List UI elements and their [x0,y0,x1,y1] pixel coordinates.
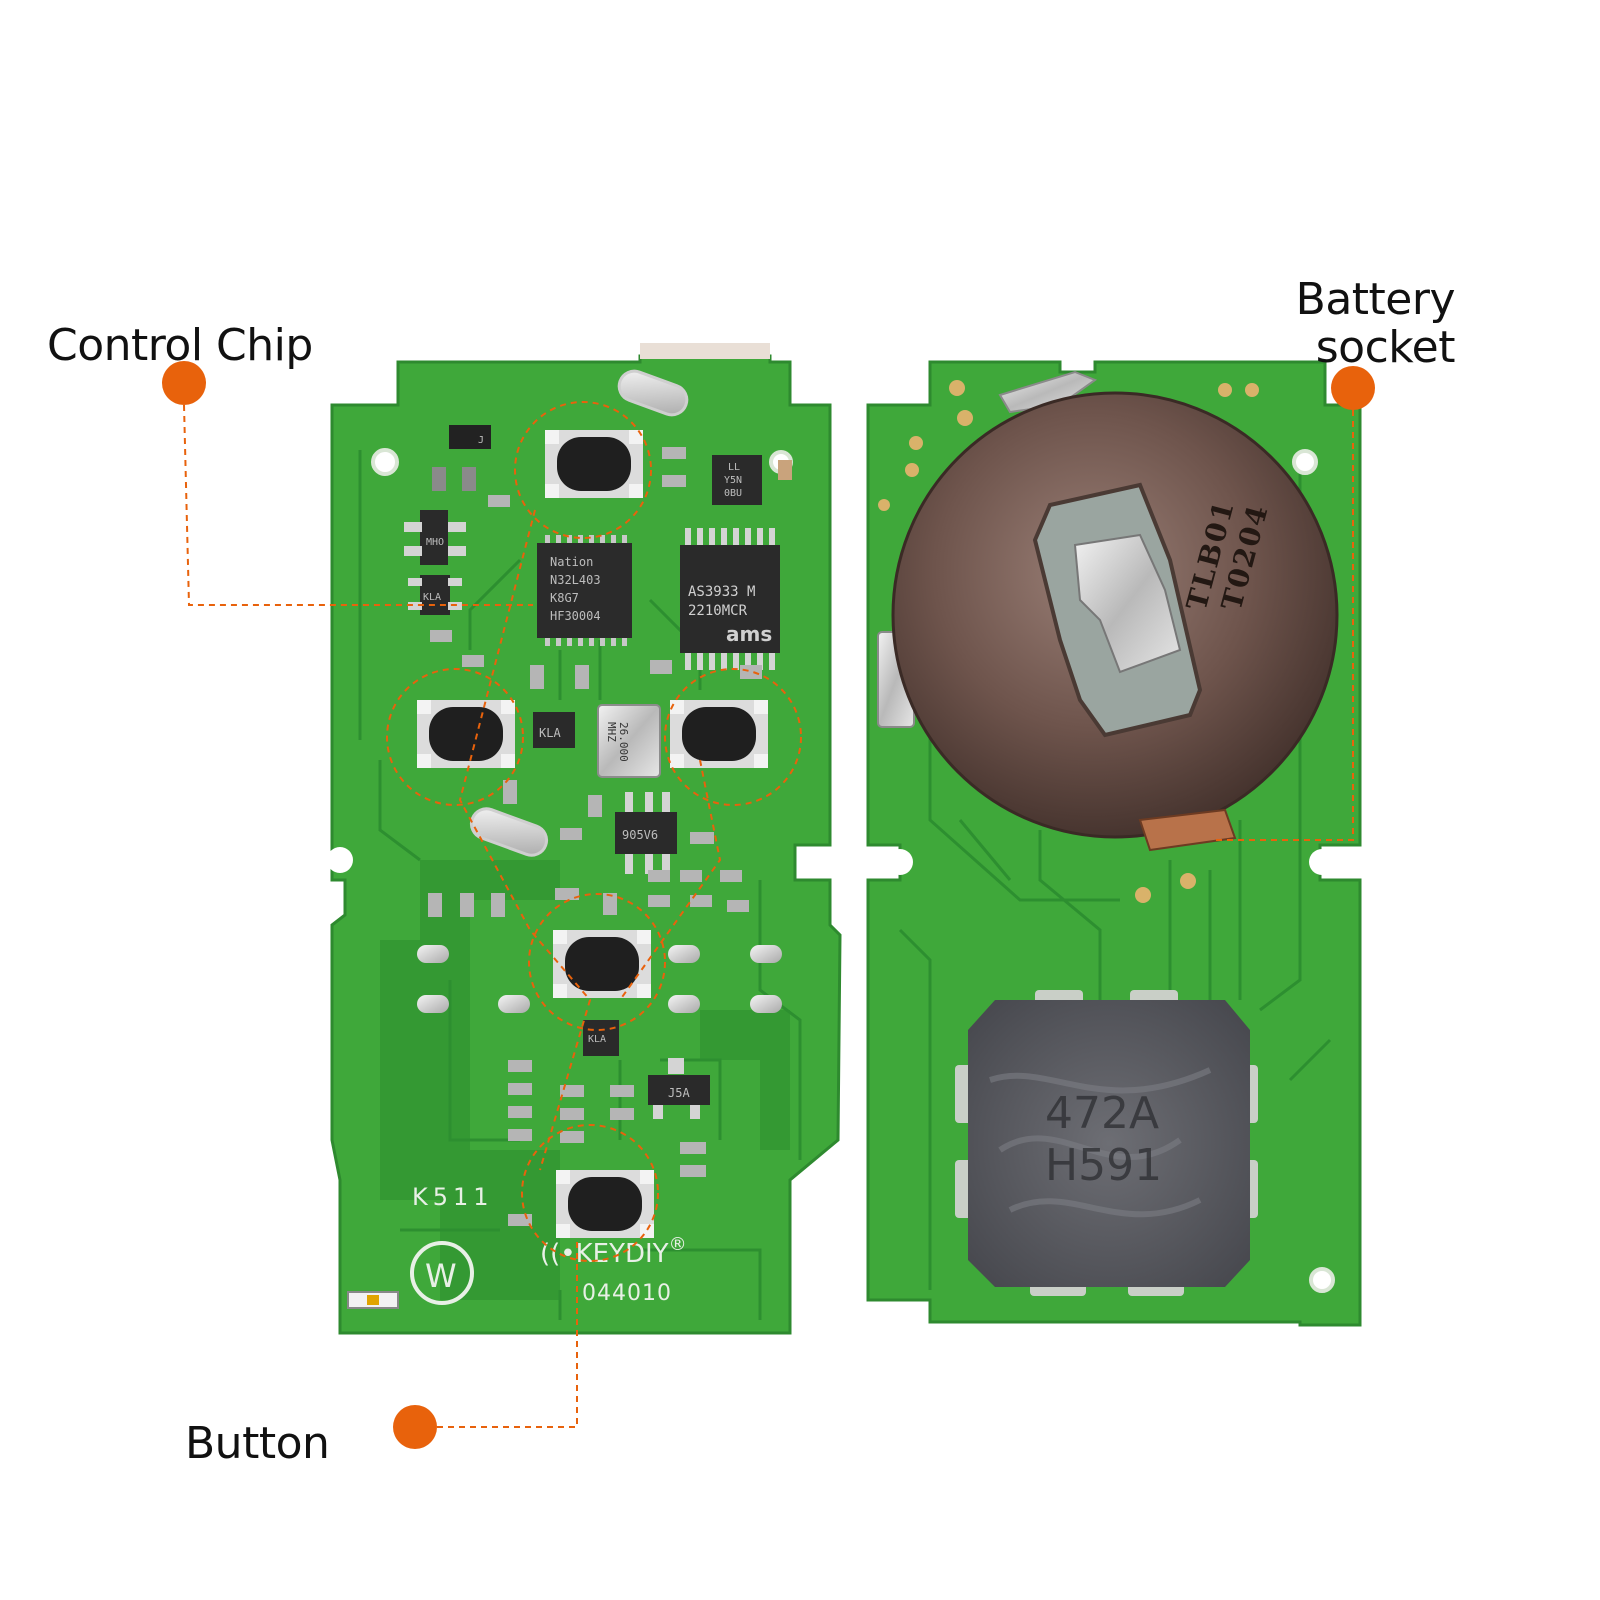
kla-chip-bottom: KLA [583,1020,619,1056]
small-chip-line-3: 0BU [724,488,742,499]
control-chip-callout-line [183,404,533,606]
passive-components [428,447,792,1226]
tactile-button-left [417,700,515,768]
battery-clip-top [998,370,1098,414]
back-mount-hole-right [1292,449,1318,475]
front-trace-region [380,860,560,1300]
brand-label: ((•KEYDIY® [540,1234,687,1269]
driver-chip-line-2: 2210MCR [688,603,748,619]
control-chip-line-4: HF30004 [550,609,601,623]
control-chip-line-2: N32L403 [550,573,601,587]
control-chip-line-1: Nation [550,555,593,569]
part-chip-label: 905V6 [622,828,658,842]
control-chip-callout-dot [162,361,206,405]
button-ring-middle [528,893,666,1031]
sot-chip-bottom-label: J5A [668,1086,690,1100]
small-chip-line-1: LL [728,462,740,473]
crystal-oscillator: 26.000 MHZ [597,704,661,778]
control-chip-line-3: K8G7 [550,591,579,605]
back-board: TLB01 T0204 472A H591 [866,360,1362,1327]
tactile-button-top [545,430,643,498]
tactile-button-bottom [556,1170,654,1238]
control-chip: Nation N32L403 K8G7 HF30004 [537,535,632,646]
brand-text: ((•KEYDIY [540,1239,669,1269]
oval-pad-middle [469,807,549,857]
driver-chip-line-1: AS3933 M [688,584,755,600]
w-logo-letter: W [425,1257,457,1295]
part-chip: 905V6 [615,792,677,874]
tactile-button-right [670,700,768,768]
battery-callout-line [1215,410,1354,841]
battery-socket-label-line-2: socket [1315,322,1456,373]
kla-chip-bottom-label: KLA [588,1034,606,1045]
control-chip-label: Control Chip [47,320,313,371]
sot-chip-left: MHO [404,510,466,565]
sot-chip-left-label: MHO [426,537,444,548]
code-label: 044010 [582,1281,672,1306]
back-notch-right [1309,849,1335,875]
driver-chip-logo: ams [726,622,772,646]
sot-chip-left-2-label: KLA [423,592,441,603]
button-callout-dot [393,1405,437,1449]
front-notch-left [327,847,353,873]
j-chip: J [449,425,491,449]
back-vias [878,380,1259,903]
led-core [367,1295,379,1305]
small-chip: LL Y5N 0BU [712,455,762,505]
oval-pad-top [617,369,689,417]
driver-chip: AS3933 M 2210MCR ams [680,528,780,670]
j-chip-label: J [478,435,484,446]
button-ring-top [514,401,652,539]
button-label: Button [185,1418,330,1469]
battery-socket-label: Battery socket [1270,274,1456,373]
battery-spring-contact [1073,533,1182,674]
contact-pads [417,945,782,1013]
front-trace-region-2 [700,1010,790,1150]
button-group-path [458,509,722,1171]
battery-socket-label-line-1: Battery [1295,274,1456,325]
front-mount-hole-left [371,448,399,476]
back-trace-lines [898,470,1332,1290]
coil-text-line-2: H591 [1045,1140,1162,1191]
button-ring-bottom [521,1124,659,1262]
battery-callout-dot [1331,366,1375,410]
battery-socket: TLB01 T0204 [877,370,1339,852]
crystal-line-2: MHZ [605,722,618,742]
button-callout-line [437,1240,578,1428]
button-ring-right [664,668,802,806]
kla-chip-center: KLA [533,712,575,748]
model-label: K511 [412,1183,494,1211]
tactile-button-middle [553,930,651,998]
antenna-coil: 472A H591 [955,990,1258,1296]
brand-registered-mark: ® [669,1234,687,1255]
w-logo: W [410,1241,474,1305]
callout-lines [183,401,1354,1428]
sot-chip-bottom: J5A [648,1058,710,1119]
front-notch-right [815,849,841,875]
crystal-line-1: 26.000 [617,722,630,762]
back-mount-hole-bottom [1309,1267,1335,1293]
kla-chip-center-label: KLA [539,726,561,740]
front-board: Nation N32L403 K8G7 HF30004 AS3933 M 221… [327,343,842,1335]
top-connector [640,343,770,359]
button-ring-left [386,668,524,806]
small-chip-line-2: Y5N [724,475,742,486]
back-notch-left [887,849,913,875]
coil-text-line-1: 472A [1045,1088,1159,1139]
front-trace-lines [358,450,802,1320]
battery-solder-tab [1138,808,1237,852]
